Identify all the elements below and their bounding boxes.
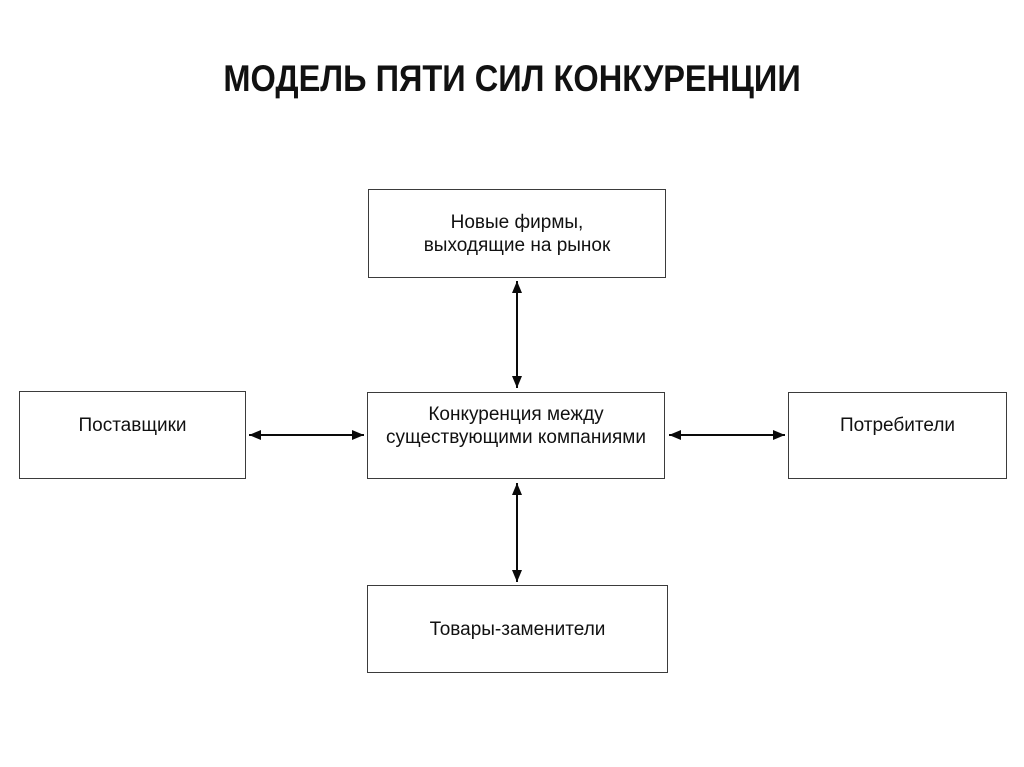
node-new-entrants-label: Новые фирмы, выходящие на рынок [423, 211, 611, 256]
node-substitutes-label: Товары-заменители [429, 618, 606, 640]
node-new-entrants: Новые фирмы, выходящие на рынок [368, 189, 666, 278]
node-substitutes: Товары-заменители [367, 585, 668, 673]
node-suppliers: Поставщики [19, 391, 246, 479]
node-rivalry: Конкуренция между существующими компания… [367, 392, 665, 479]
page-title-text: МОДЕЛЬ ПЯТИ СИЛ КОНКУРЕНЦИИ [223, 58, 801, 99]
page-title: МОДЕЛЬ ПЯТИ СИЛ КОНКУРЕНЦИИ [0, 58, 1024, 100]
node-buyers: Потребители [788, 392, 1007, 479]
node-suppliers-label: Поставщики [78, 414, 187, 436]
node-rivalry-label: Конкуренция между существующими компания… [386, 403, 646, 448]
node-buyers-label: Потребители [839, 415, 956, 436]
